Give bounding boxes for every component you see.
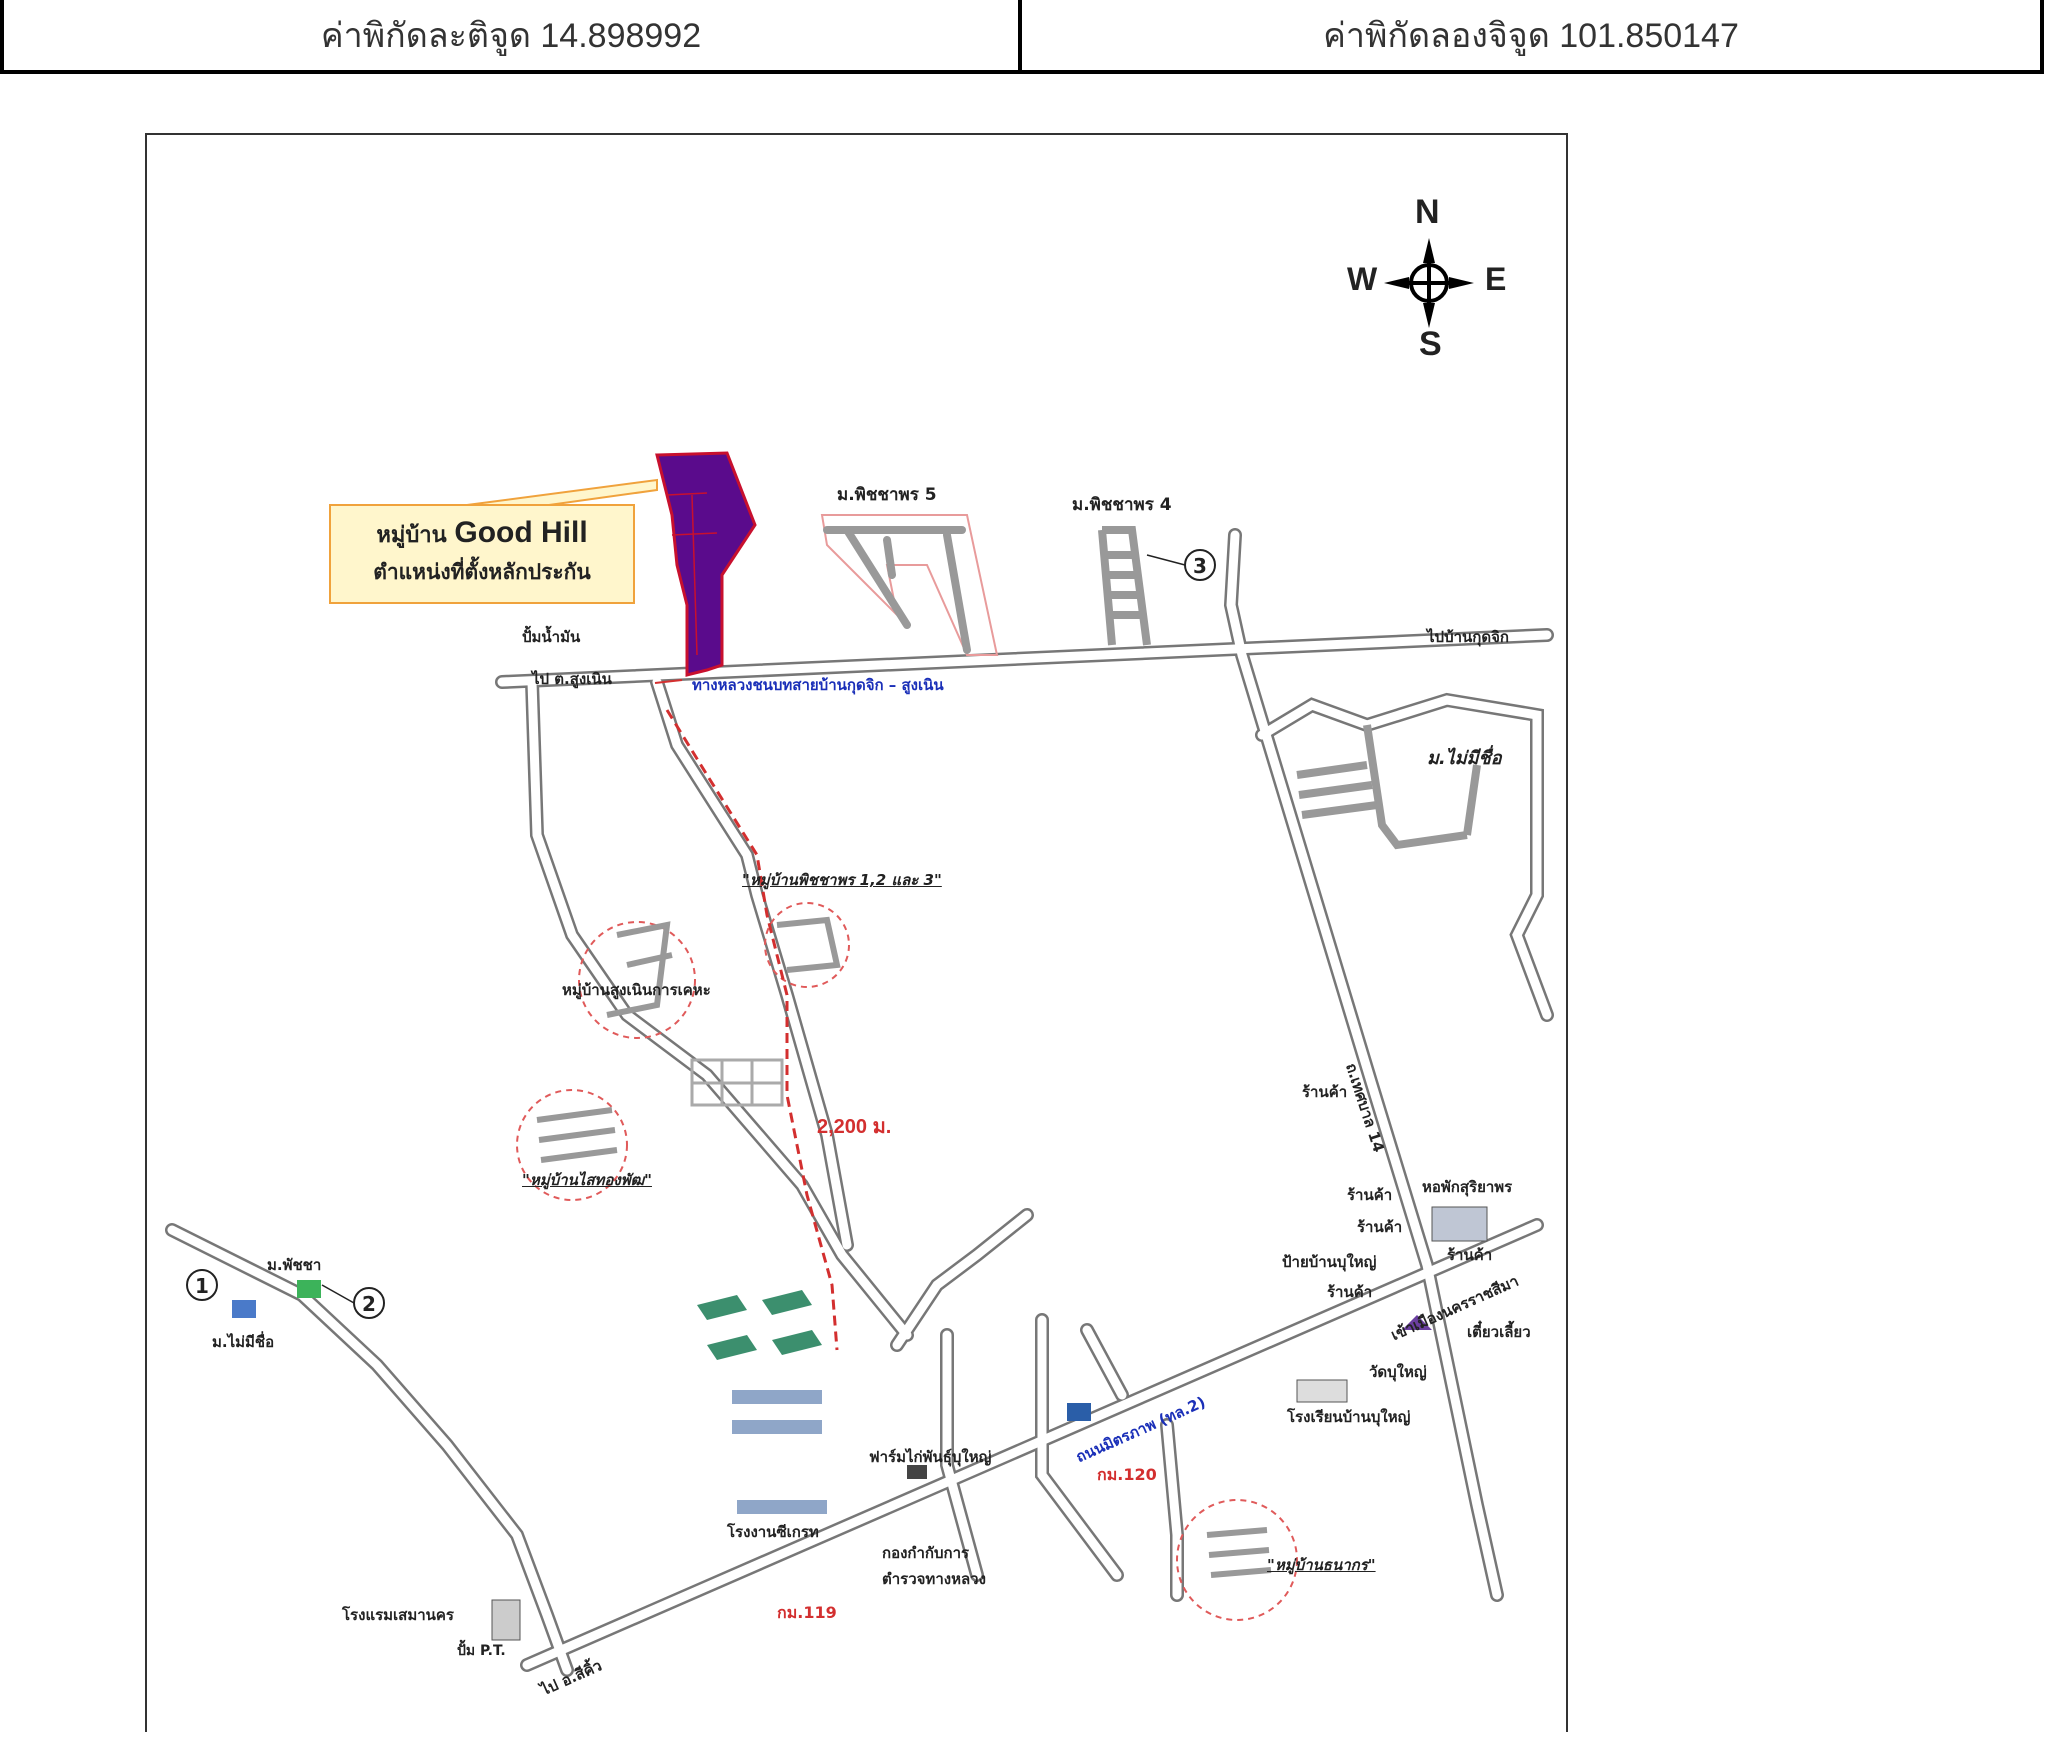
marker-3-number: 3 <box>1193 554 1207 578</box>
label-dormitory: หอพักสุริยาพร <box>1422 1178 1513 1196</box>
coordinate-header: ค่าพิกัดละติจูด 14.898992 ค่าพิกัดลองจิจ… <box>0 0 2048 80</box>
label-factory: โรงงานซีเกรท <box>727 1523 819 1541</box>
compass-north: N <box>1415 193 1440 231</box>
label-wat-bu-yai: วัดบุใหญ่ <box>1369 1363 1427 1381</box>
property-plot <box>655 451 757 677</box>
compass-icon <box>1384 238 1474 328</box>
station-icon <box>1067 1403 1091 1421</box>
label-shop-5: ร้านค้า <box>1327 1283 1373 1301</box>
compass-east: E <box>1485 261 1507 297</box>
label-noodle-shop: เตี๋ยวเลี้ยว <box>1467 1323 1531 1341</box>
label-unnamed-village-w: ม.ไม่มีชื่อ <box>212 1333 275 1351</box>
dormitory-building <box>1431 1206 1488 1242</box>
factory-buildings <box>697 1290 827 1514</box>
km120-marker: กม.120 <box>1097 1465 1157 1484</box>
label-pichaya-4: ม.พิชชาพร 4 <box>1072 495 1172 515</box>
longitude-label: ค่าพิกัดลองจิจูด 101.850147 <box>1022 0 2044 74</box>
label-rural-road: ทางหลวงชนบทสายบ้านกุดจิก – สูงเนิน <box>692 676 944 694</box>
callout-name: Good Hill <box>454 516 588 549</box>
label-to-ban-kutchik: ไปบ้านกุดจิก <box>1427 628 1509 646</box>
label-chicken-farm: ฟาร์มไก่พันธุ์บุใหญ่ <box>869 1448 992 1466</box>
label-distance: 2,200 ม. <box>817 1116 892 1138</box>
location-map[interactable]: กม.120 กม.119 N S E W 3 1 2 หมู่บ้าน Goo… <box>145 133 1568 1732</box>
label-rinthanakorn: "หมู่บ้านธนากร" <box>1267 1556 1376 1574</box>
hotel-building <box>491 1599 521 1641</box>
compass-west: W <box>1347 261 1378 297</box>
village-icon-e <box>297 1280 321 1298</box>
collateral-callout: หมู่บ้าน Good Hill ตำแหน่งที่ตั้งหลักประ… <box>329 504 635 604</box>
label-shop-4: ร้านค้า <box>1447 1246 1493 1264</box>
label-pt-station: ปั้ม P.T. <box>457 1643 506 1659</box>
label-saithong-village: "หมู่บ้านไสทองพัฒ" <box>522 1171 652 1189</box>
label-shop-3: ร้านค้า <box>1357 1218 1403 1236</box>
village-icon-w <box>232 1300 256 1318</box>
route-line <box>665 709 839 1351</box>
village-circles <box>516 902 1298 1621</box>
label-school: โรงเรียนบ้านบุใหญ่ <box>1287 1408 1411 1426</box>
label-to-sung-noen: ไป ต.สูงเนิน <box>532 670 612 688</box>
label-bus-stop: ป้ายบ้านบุใหญ่ <box>1282 1253 1377 1271</box>
km119-marker: กม.119 <box>777 1603 837 1622</box>
latitude-label: ค่าพิกัดละติจูด 14.898992 <box>0 0 1022 74</box>
label-pichaya-5: ม.พิชชาพร 5 <box>837 485 937 505</box>
label-sung-noen-village: หมู่บ้านสูงเนินการเคหะ <box>562 981 711 999</box>
label-unnamed-village-ne: ม.ไม่มีชื่อ <box>1427 748 1502 769</box>
label-shop-2: ร้านค้า <box>1347 1186 1393 1204</box>
label-hotel: โรงแรมเสมานคร <box>342 1606 454 1624</box>
map-canvas: กม.120 กม.119 <box>165 238 1554 1677</box>
label-pichaya-123: "หมู่บ้านพิชชาพร 1,2 และ 3" <box>742 871 942 889</box>
callout-prefix: หมู่บ้าน <box>376 523 447 548</box>
marker-2-number: 2 <box>362 1292 376 1316</box>
school-icon <box>1296 1379 1348 1403</box>
pichaya-5-outline <box>820 514 999 656</box>
label-shop-1: ร้านค้า <box>1302 1083 1348 1101</box>
label-police: กองกำกับการ ตำรวจทางหลวง <box>882 1544 986 1588</box>
label-m-pichaya: ม.พัชชา <box>267 1256 322 1274</box>
farm-icon <box>907 1465 927 1479</box>
compass-south: S <box>1419 325 1442 363</box>
label-gas-station: ปั้มน้ำมัน <box>522 628 581 646</box>
marker-1-number: 1 <box>195 1274 209 1298</box>
temple-icon <box>1402 1315 1432 1330</box>
callout-subtitle: ตำแหน่งที่ตั้งหลักประกัน <box>373 560 591 584</box>
marker-1 <box>186 1269 218 1301</box>
